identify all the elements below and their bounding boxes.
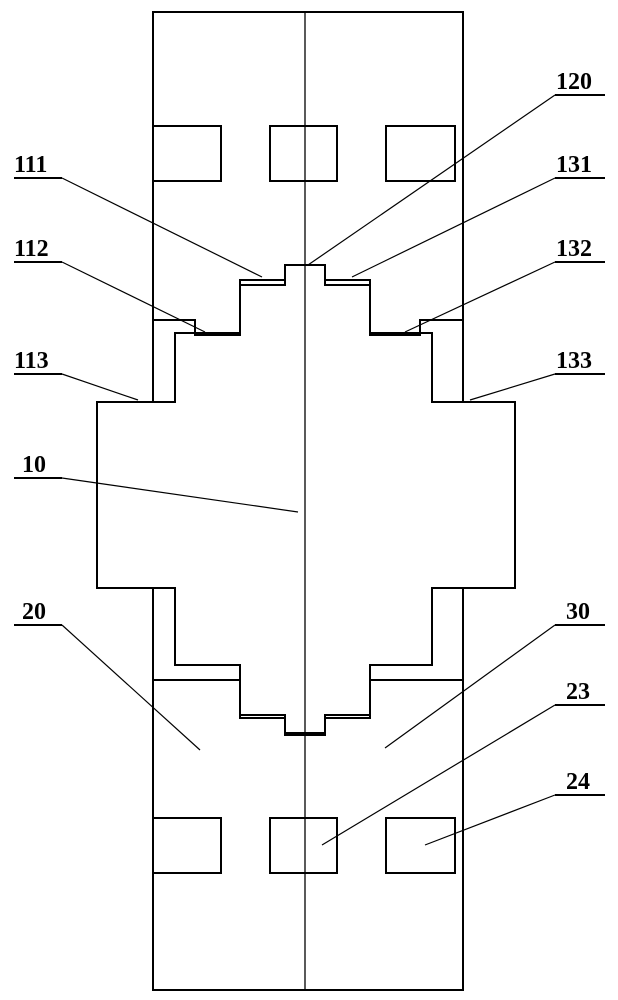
label-120: 120 bbox=[556, 69, 592, 95]
side-gap-lines bbox=[152, 320, 464, 680]
upper-slot-right bbox=[385, 125, 456, 182]
lower-slot-right bbox=[385, 817, 456, 874]
lower-slot-left bbox=[152, 817, 222, 874]
label-24: 24 bbox=[566, 769, 590, 795]
leader-lines bbox=[61, 94, 556, 846]
label-111: 111 bbox=[14, 152, 47, 178]
label-112: 112 bbox=[14, 236, 49, 262]
central-core bbox=[96, 264, 516, 734]
label-131: 131 bbox=[556, 152, 592, 178]
label-113: 113 bbox=[14, 348, 49, 374]
upper-slot-left bbox=[152, 125, 222, 182]
upper-slot-center bbox=[269, 125, 338, 182]
lower-slot-center bbox=[269, 817, 338, 874]
label-10: 10 bbox=[22, 452, 46, 478]
lower-plate bbox=[152, 679, 464, 991]
label-30: 30 bbox=[566, 599, 590, 625]
label-133: 133 bbox=[556, 348, 592, 374]
label-underlines bbox=[14, 94, 605, 796]
upper-plate bbox=[152, 11, 464, 336]
label-132: 132 bbox=[556, 236, 592, 262]
label-20: 20 bbox=[22, 599, 46, 625]
label-23: 23 bbox=[566, 679, 590, 705]
